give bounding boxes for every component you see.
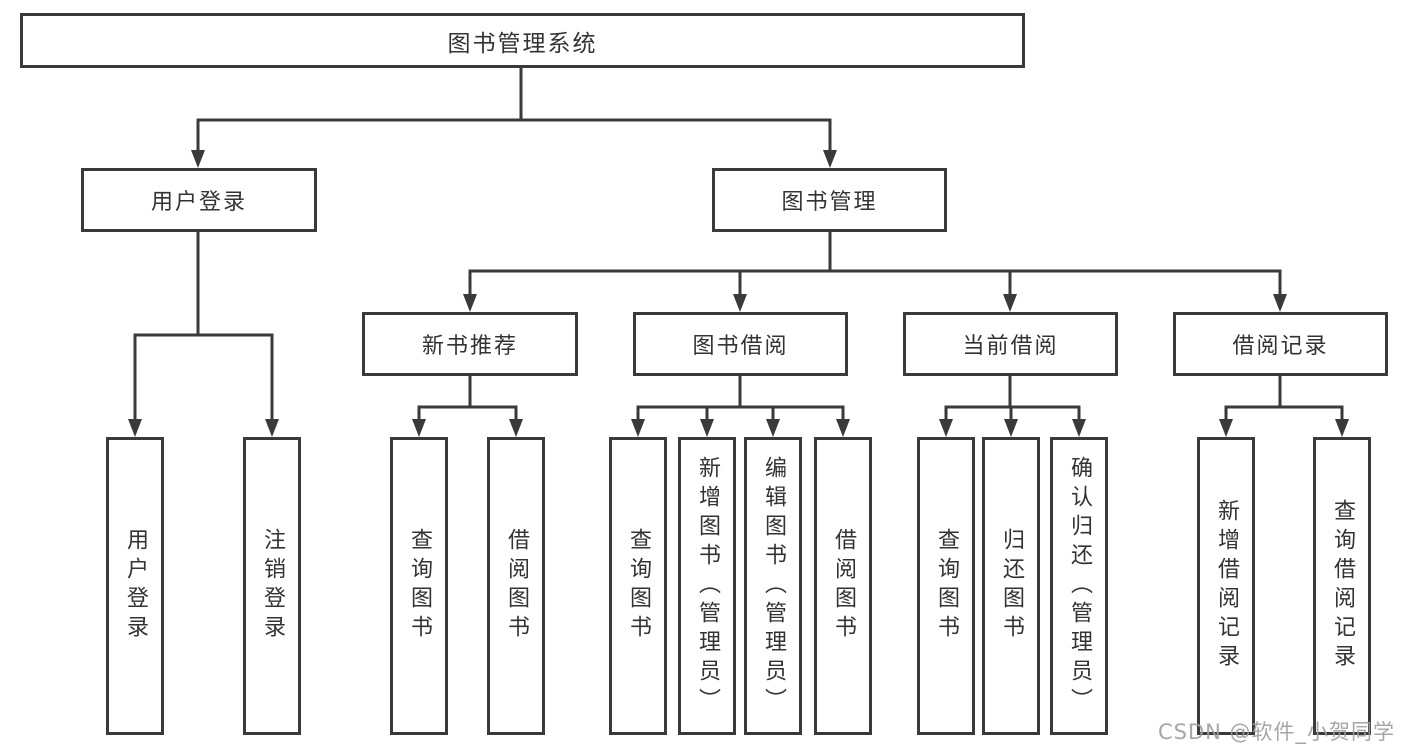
leaf-logout: 注销登录	[243, 437, 301, 735]
node-label: 用户登录	[123, 528, 148, 644]
leaf-query-book-current: 查询图书	[917, 437, 975, 735]
node-label: 图书管理	[781, 190, 878, 215]
node-label: 新书推荐	[421, 334, 518, 359]
node-label: 注销登录	[260, 528, 285, 644]
node-borrow-record: 借阅记录	[1173, 312, 1388, 376]
node-label: 图书借阅	[692, 334, 789, 359]
node-label: 借阅图书	[504, 528, 529, 644]
leaf-edit-book-admin: 编辑图书（管理员）	[744, 437, 802, 735]
leaf-confirm-return-admin: 确认归还（管理员）	[1050, 437, 1108, 735]
node-label: 查询借阅记录	[1330, 499, 1355, 673]
node-current-borrow: 当前借阅	[903, 312, 1118, 376]
leaf-add-book-admin: 新增图书（管理员）	[678, 437, 736, 735]
node-label: 编辑图书（管理员）	[761, 455, 786, 717]
leaf-add-borrow-record: 新增借阅记录	[1197, 437, 1255, 735]
leaf-query-book-recommend: 查询图书	[390, 437, 448, 735]
node-root: 图书管理系统	[20, 13, 1025, 68]
node-label: 用户登录	[150, 190, 247, 215]
node-label: 查询图书	[934, 528, 959, 644]
leaf-query-book-borrow: 查询图书	[609, 437, 667, 735]
node-label: 查询图书	[626, 528, 651, 644]
node-label: 借阅图书	[831, 528, 856, 644]
node-book-management: 图书管理	[712, 168, 947, 232]
node-new-book-recommend: 新书推荐	[362, 312, 578, 376]
watermark: CSDN @软件_小贺同学	[1158, 720, 1396, 744]
node-user-login: 用户登录	[81, 168, 317, 232]
leaf-return-book: 归还图书	[982, 437, 1040, 735]
node-label: 查询图书	[407, 528, 432, 644]
node-label: 借阅记录	[1232, 334, 1329, 359]
node-label: 归还图书	[999, 528, 1024, 644]
node-book-borrow: 图书借阅	[633, 312, 848, 376]
node-label: 新增借阅记录	[1214, 499, 1239, 673]
leaf-query-borrow-record: 查询借阅记录	[1313, 437, 1371, 735]
leaf-borrow-book-recommend: 借阅图书	[487, 437, 545, 735]
leaf-borrow-book: 借阅图书	[814, 437, 872, 735]
node-label: 新增图书（管理员）	[695, 455, 720, 717]
node-label: 当前借阅	[962, 334, 1059, 359]
node-label: 确认归还（管理员）	[1067, 455, 1092, 717]
leaf-user-login: 用户登录	[106, 437, 164, 735]
node-label: 图书管理系统	[447, 30, 598, 57]
